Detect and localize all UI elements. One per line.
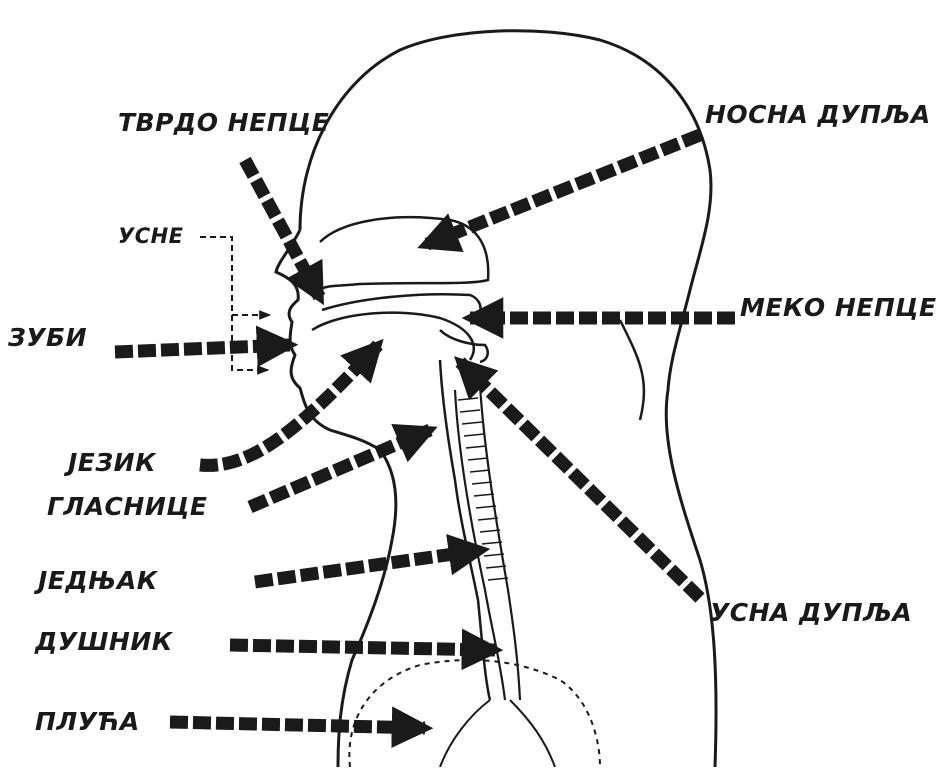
head-profile-outline: [300, 31, 716, 767]
label-jezik: ЈЕЗИК: [68, 448, 156, 477]
label-usna-duplja: УСНА ДУПЉА: [710, 598, 912, 627]
bronchi-outline: [440, 700, 555, 767]
label-usne: УСНЕ: [118, 224, 184, 248]
arrow-zubi: [115, 345, 290, 352]
arrow-tvrdo-nepce: [245, 160, 320, 298]
label-tvrdo-nepce: ТВРДО НЕПЦЕ: [118, 108, 329, 137]
label-jednjak: ЈЕДЊАК: [38, 566, 158, 595]
face-profile-outline: [276, 230, 396, 767]
arrow-nosna-duplja: [425, 135, 700, 245]
arrow-jednjak: [255, 550, 482, 582]
label-pluca: ПЛУЋА: [35, 707, 140, 736]
hard-palate-outline: [322, 294, 481, 312]
arrow-dushnik: [230, 645, 495, 650]
label-dushnik: ДУШНИК: [35, 627, 173, 656]
arrow-jezik: [200, 345, 378, 465]
soft-palate-outline: [440, 330, 488, 362]
arrow-usna-duplja: [460, 362, 700, 598]
arrow-pluca: [170, 722, 425, 728]
label-meko-nepce: МЕКО НЕПЦЕ: [740, 293, 937, 322]
label-glasnice: ГЛАСНИЦЕ: [47, 492, 208, 521]
label-zubi: ЗУБИ: [8, 323, 87, 352]
label-nosna-duplja: НОСНА ДУПЉА: [705, 100, 931, 129]
neck-back-outline: [620, 320, 644, 420]
